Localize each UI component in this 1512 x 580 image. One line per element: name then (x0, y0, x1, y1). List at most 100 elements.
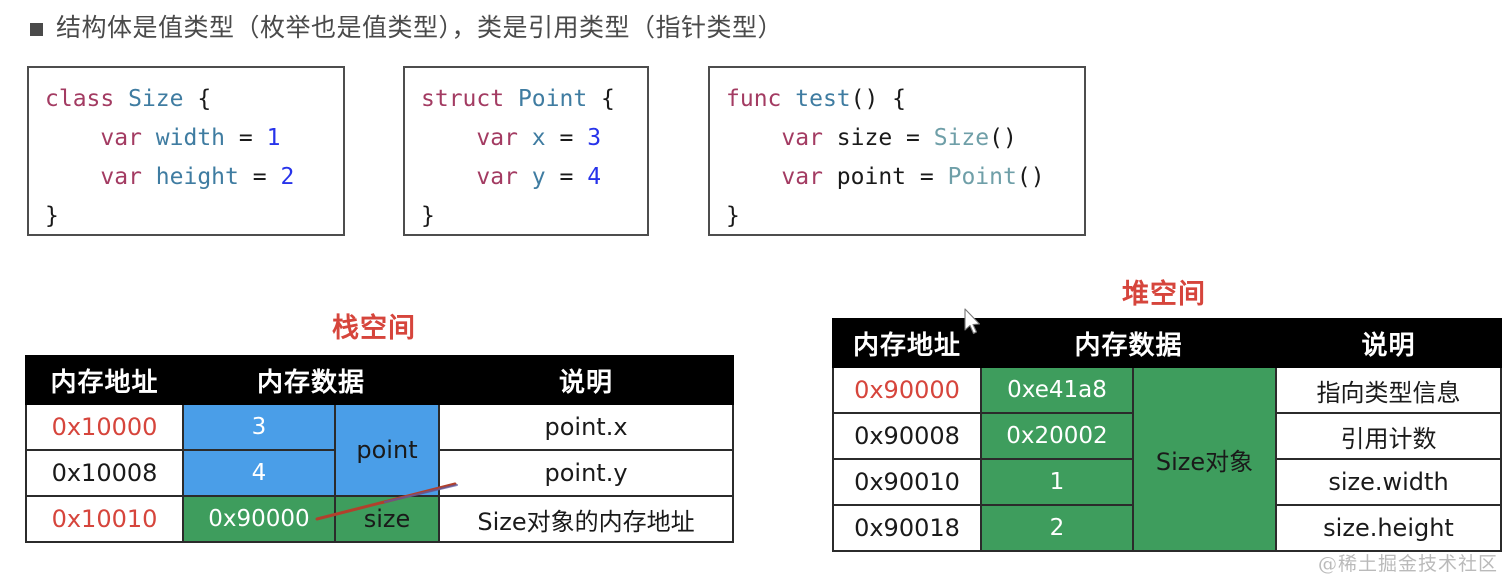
code-line: var size = Size() (726, 119, 1068, 158)
code-token (726, 125, 781, 151)
heap-header-note: 说明 (1275, 318, 1503, 368)
heap-memory-table: 内存地址 内存数据 说明 0x90000 0xe41a8 Size对象 指向类型… (832, 318, 1503, 552)
code-token: Size (933, 125, 990, 151)
heap-cell-data: 1 (980, 458, 1134, 506)
stack-cell-data: 4 (182, 449, 336, 497)
code-token (504, 86, 518, 112)
heap-cell-address: 0x90010 (832, 458, 982, 506)
table-row: 0x90010 1 size.width (832, 458, 1503, 506)
table-row: 0x10008 4 point.y (25, 449, 735, 497)
stack-group-point: point (333, 403, 441, 497)
code-token: = (238, 164, 281, 190)
code-line: func test() { (726, 80, 1068, 119)
stack-cell-note: point.x (438, 403, 735, 451)
code-token: 1 (266, 125, 281, 151)
code-token: Point (517, 86, 588, 112)
heap-cell-data: 2 (980, 504, 1134, 552)
table-row: 0x10000 3 point point.x (25, 403, 735, 497)
stack-cell-data: 3 (182, 403, 336, 451)
stack-cell-note: point.y (438, 449, 735, 497)
code-line: var height = 2 (45, 158, 327, 197)
code-block-class-size: class Size { var width = 1 var height = … (27, 66, 345, 236)
code-token: var (476, 125, 518, 151)
stack-header-data: 内存数据 (181, 355, 441, 405)
code-token: point (836, 164, 907, 190)
code-line: class Size { (45, 80, 327, 119)
bullet-square-icon (30, 23, 43, 37)
code-token: } (726, 203, 740, 229)
code-token: { (587, 86, 615, 112)
code-token (421, 164, 476, 190)
code-token (518, 125, 532, 151)
stack-section-caption: 栈空间 (332, 313, 416, 344)
table-row: 0x10010 0x90000 size Size对象的内存地址 (25, 495, 735, 543)
heap-cell-address: 0x90008 (832, 412, 982, 460)
code-token: size (836, 125, 893, 151)
code-token: struct (421, 86, 505, 112)
code-token (142, 164, 156, 190)
heap-header-address: 内存地址 (832, 318, 982, 368)
heap-cell-data: 0x20002 (980, 412, 1134, 460)
code-token: } (421, 203, 435, 229)
code-token: 3 (587, 125, 602, 151)
code-line: struct Point { (421, 80, 631, 119)
stack-table-header-row: 内存地址 内存数据 说明 (25, 355, 735, 405)
heap-group-size-object: Size对象 (1131, 366, 1278, 552)
code-token: width (155, 125, 226, 151)
code-token: var (781, 164, 823, 190)
table-row: 0x90008 0x20002 引用计数 (832, 412, 1503, 460)
code-token: Size (128, 86, 184, 112)
code-token (45, 125, 100, 151)
stack-cell-address: 0x10000 (25, 403, 184, 451)
code-token (726, 164, 781, 190)
code-token (823, 125, 837, 151)
heap-cell-note: size.width (1275, 458, 1503, 506)
code-token: test (795, 86, 851, 112)
code-token (781, 86, 795, 112)
code-line: var width = 1 (45, 119, 327, 158)
page-title: 结构体是值类型（枚举也是值类型），类是引用类型（指针类型） (56, 13, 784, 42)
heap-table-header-row: 内存地址 内存数据 说明 (832, 318, 1503, 368)
code-token: var (100, 125, 142, 151)
code-token: y (531, 164, 546, 190)
code-line: } (726, 197, 1068, 236)
table-row: 0x90000 0xe41a8 Size对象 指向类型信息 (832, 366, 1503, 552)
code-token: 4 (587, 164, 602, 190)
stack-cell-data: 0x90000 (182, 495, 336, 543)
code-token: var (781, 125, 823, 151)
code-token: Point (947, 164, 1017, 190)
code-token: = (545, 164, 588, 190)
heap-cell-note: 引用计数 (1275, 412, 1503, 460)
code-token: () (1016, 164, 1045, 190)
code-block-struct-point: struct Point { var x = 3 var y = 4} (403, 66, 649, 236)
code-token: 2 (280, 164, 295, 190)
code-block-func-test: func test() { var size = Size() var poin… (708, 66, 1086, 236)
stack-group-size: size (333, 495, 441, 543)
code-token: = (906, 164, 948, 190)
table-row: 0x90018 2 size.height (832, 504, 1503, 552)
code-token: x (531, 125, 546, 151)
code-token: var (100, 164, 142, 190)
stack-header-address: 内存地址 (25, 355, 184, 405)
stack-cell-address: 0x10008 (25, 449, 184, 497)
stack-cell-note: Size对象的内存地址 (438, 495, 735, 543)
code-token: = (545, 125, 588, 151)
code-token: () (989, 125, 1017, 151)
code-line: var point = Point() (726, 158, 1068, 197)
code-token: } (45, 203, 59, 229)
code-line: var x = 3 (421, 119, 631, 158)
page-heading: 结构体是值类型（枚举也是值类型），类是引用类型（指针类型） (30, 14, 783, 42)
code-token (823, 164, 837, 190)
code-token: var (476, 164, 518, 190)
code-token: = (892, 125, 934, 151)
code-line: } (45, 197, 327, 236)
heap-cell-data: 0xe41a8 (980, 366, 1134, 414)
code-token: func (726, 86, 782, 112)
stack-memory-table: 内存地址 内存数据 说明 0x10000 3 point point.x 0x1… (25, 355, 735, 543)
code-token (114, 86, 128, 112)
heap-cell-note: size.height (1275, 504, 1503, 552)
heap-cell-address: 0x90018 (832, 504, 982, 552)
code-token: = (225, 125, 267, 151)
code-token: () { (850, 86, 907, 112)
code-token: height (155, 164, 239, 190)
